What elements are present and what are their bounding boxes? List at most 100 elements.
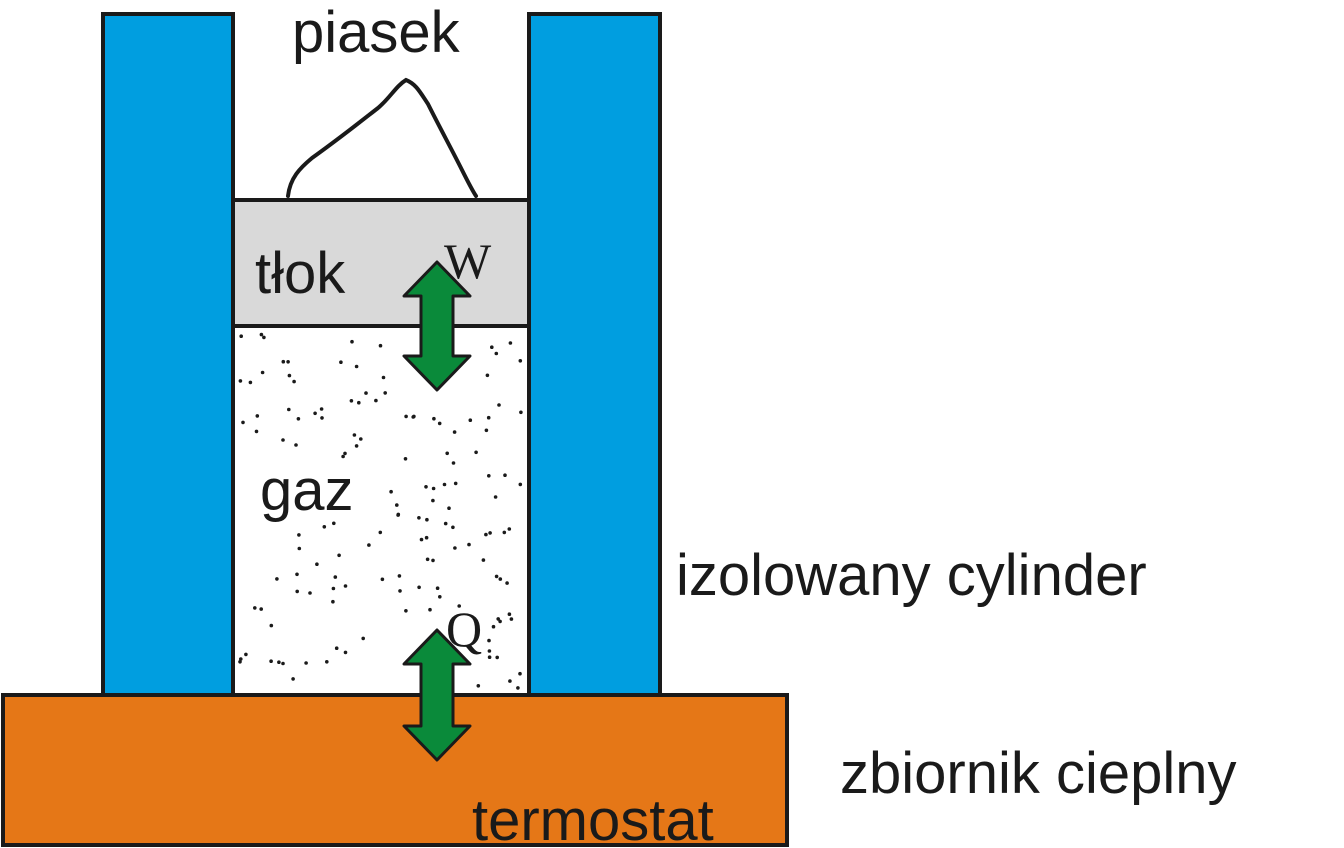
gas-particle	[508, 679, 512, 683]
gas-particle	[381, 375, 386, 380]
gas-particle	[494, 574, 499, 579]
gas-particle	[518, 482, 523, 487]
gas-particle	[281, 438, 285, 442]
gas-particle	[485, 373, 490, 378]
gas-particle	[352, 433, 357, 437]
gas-particle	[468, 418, 473, 423]
piston	[231, 198, 531, 328]
gas-particle	[337, 553, 341, 558]
gas-particle	[239, 334, 243, 339]
cylinder-wall-right	[527, 12, 662, 697]
gas-particle	[487, 638, 491, 643]
heat-arrow-icon	[402, 628, 472, 762]
gas-particle	[431, 486, 436, 491]
gas-region	[233, 326, 529, 696]
gas-particle	[286, 360, 290, 364]
gas-particle	[432, 416, 436, 421]
gas-particle	[269, 659, 273, 663]
sand-pile	[286, 77, 478, 198]
gas-particle	[350, 339, 354, 344]
gas-particle	[519, 410, 523, 415]
gas-particle	[425, 557, 430, 562]
gas-particle	[398, 589, 402, 593]
gas-particle	[516, 686, 520, 690]
gas-particle	[304, 661, 308, 665]
gas-particle	[260, 370, 265, 375]
gas-particle	[518, 359, 523, 363]
gas-particle	[359, 437, 363, 441]
gas-particle	[495, 655, 500, 660]
gas-particle	[361, 636, 366, 641]
gas-particle	[255, 414, 260, 418]
gas-particle	[281, 661, 285, 666]
gas-particle	[419, 537, 424, 542]
gas-particles	[238, 332, 523, 690]
gas-particle	[287, 373, 292, 378]
piston-label: tłok	[255, 241, 346, 306]
gas-particle	[476, 684, 481, 688]
gas-particle	[332, 521, 336, 526]
gas-particle	[238, 379, 243, 383]
gas-particle	[367, 543, 371, 547]
gas-particle	[275, 577, 279, 581]
gas-particle	[239, 657, 243, 661]
gas-particle	[496, 617, 501, 621]
gas-particle	[383, 391, 388, 395]
gas-particle	[484, 428, 489, 433]
gas-particle	[447, 506, 451, 511]
gas-particle	[295, 572, 299, 577]
gas-particle	[431, 558, 435, 563]
gas-particle	[487, 655, 492, 659]
cylinder-wall-left	[101, 12, 235, 697]
gas-particle	[397, 574, 402, 578]
gas-particle	[325, 660, 329, 664]
gas-particle	[343, 584, 348, 588]
gas-particle	[349, 399, 354, 403]
gas-particle	[277, 660, 281, 664]
gas-particle	[343, 451, 347, 456]
sand-label: piasek	[292, 0, 461, 65]
gas-particle	[244, 652, 248, 657]
gas-particle	[254, 429, 259, 434]
gas-particle	[295, 589, 300, 594]
gas-particle	[259, 607, 264, 611]
gas-particle	[378, 343, 383, 348]
gas-particle	[428, 607, 432, 612]
gas-particle	[487, 649, 492, 653]
gas-particle	[341, 454, 345, 459]
gas-particle	[294, 443, 298, 447]
gas-particle	[357, 400, 361, 405]
gas-particle	[331, 586, 336, 591]
gas-particle	[296, 417, 301, 421]
gas-particle	[481, 558, 486, 562]
gas-particle	[518, 671, 522, 676]
gas-particle	[389, 489, 393, 494]
gas-particle	[417, 516, 421, 520]
gas-particle	[503, 473, 507, 478]
gas-particle	[238, 660, 242, 664]
gas-particle	[297, 533, 301, 537]
gas-particle	[248, 380, 253, 385]
gas-particle	[259, 332, 264, 337]
gas-particle	[404, 414, 408, 419]
gas-particle	[498, 619, 502, 624]
gas-particle	[424, 535, 429, 540]
gas-particle	[339, 360, 343, 365]
gas-particle	[364, 391, 368, 395]
gas-particle	[281, 359, 286, 364]
gas-particle	[445, 451, 450, 456]
gas-particle	[292, 379, 296, 384]
gas-particle	[412, 414, 416, 419]
gas-particle	[467, 542, 471, 547]
gas-particle	[333, 575, 338, 579]
gas-particle	[490, 345, 494, 350]
gas-particle	[378, 530, 383, 535]
gas-particle	[395, 503, 399, 507]
gas-particle	[443, 521, 448, 526]
gas-particle	[322, 525, 327, 529]
gas-particle	[315, 562, 319, 566]
gas-label: gaz	[260, 458, 354, 523]
gas-particle	[380, 577, 385, 582]
reservoir-label: zbiornik cieplny	[840, 741, 1237, 806]
heat-label: Q	[446, 601, 482, 657]
